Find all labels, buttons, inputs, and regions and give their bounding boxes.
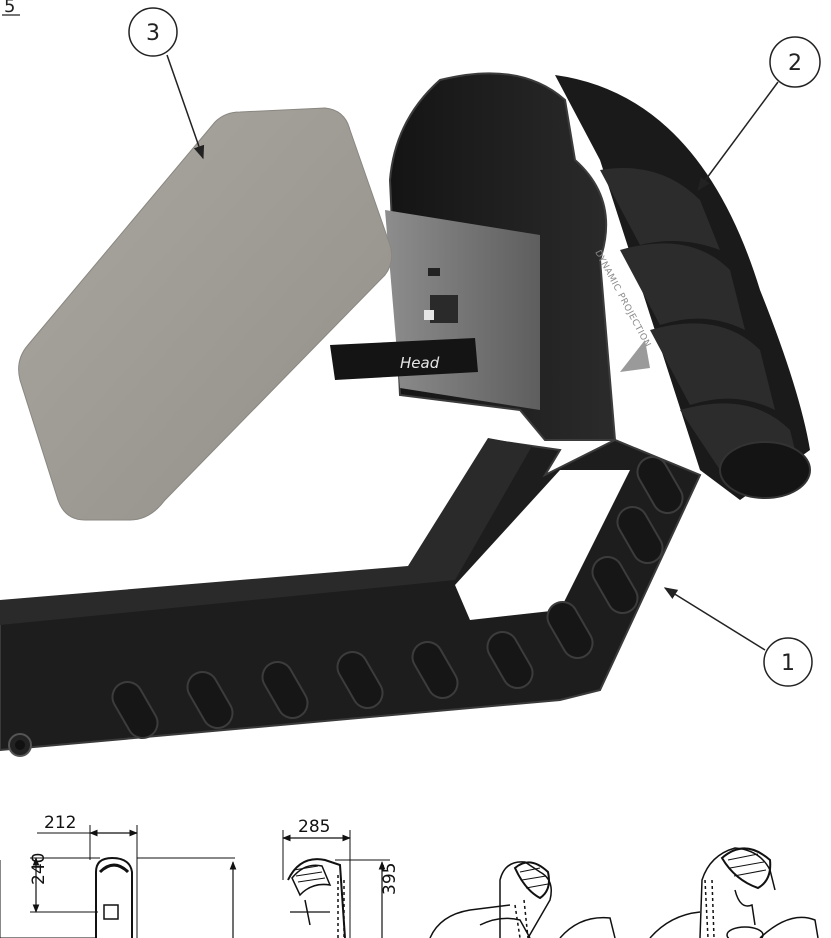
dimension-view-front: 212 240	[0, 813, 237, 938]
dim-height-b: 395	[380, 863, 400, 895]
dim-width-b: 285	[298, 817, 330, 837]
callout-2: 2	[697, 36, 821, 192]
screen-arm	[330, 338, 478, 380]
corner-mark: 5	[4, 0, 15, 17]
projection-screen	[18, 107, 393, 521]
arm-label: Head	[400, 354, 440, 372]
dim-width-a: 212	[44, 813, 76, 833]
svg-text:1: 1	[781, 651, 795, 676]
callout-1: 1	[663, 587, 813, 687]
lower-arm-top-face	[0, 438, 532, 625]
dimension-view-iso-1	[429, 861, 616, 938]
lamp-housing	[555, 75, 811, 500]
device-illustration: Head DYNAMIC PROJECTION	[0, 72, 811, 757]
dim-height-a: 240	[29, 853, 49, 885]
lower-arm-inner	[455, 470, 630, 620]
head-side-plate	[385, 210, 540, 410]
dimension-view-iso-2	[649, 847, 819, 938]
svg-text:2: 2	[788, 51, 802, 76]
callout-3: 3	[128, 7, 205, 160]
brand-logo-icon	[620, 340, 650, 372]
dimension-view-side: 285 395	[282, 817, 400, 938]
svg-text:3: 3	[146, 21, 160, 46]
arm-slots	[111, 456, 684, 739]
